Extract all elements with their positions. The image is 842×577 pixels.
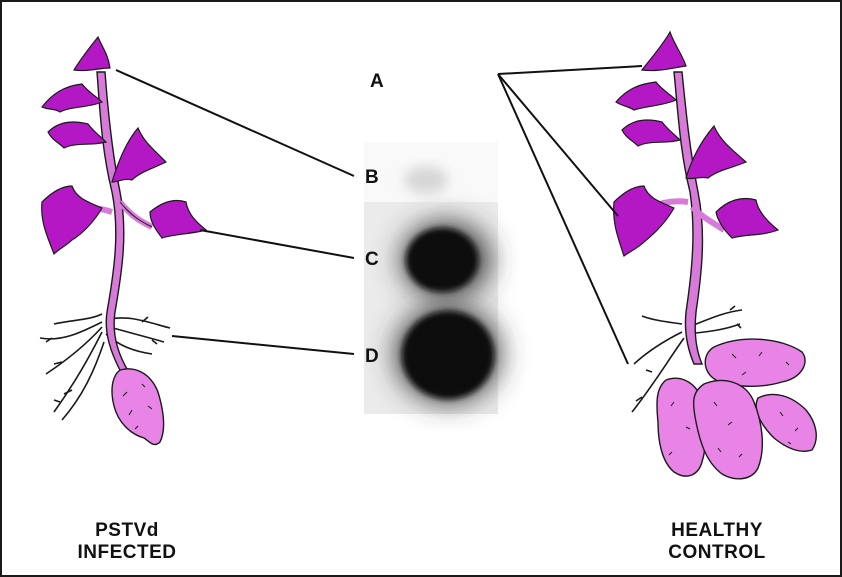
line-a-to-roots	[498, 74, 628, 364]
line-a-to-leaf	[498, 74, 618, 216]
caption-healthy: HEALTHY CONTROL	[652, 520, 782, 564]
caption-healthy-line1: HEALTHY	[652, 520, 782, 542]
healthy-tubers	[657, 339, 816, 479]
healthy-plant	[614, 32, 817, 479]
caption-infected: PSTVd INFECTED	[62, 520, 192, 564]
caption-healthy-line2: CONTROL	[652, 542, 782, 564]
label-c: C	[365, 250, 379, 269]
healthy-stem	[674, 72, 702, 364]
caption-infected-line2: INFECTED	[62, 542, 192, 564]
line-root-to-d	[172, 336, 354, 354]
band-d	[402, 311, 494, 399]
northern-blot	[364, 142, 500, 414]
label-b: B	[365, 168, 379, 187]
infected-stem	[97, 72, 130, 374]
label-d: D	[365, 347, 379, 366]
label-a: A	[370, 72, 384, 91]
band-b	[404, 166, 448, 194]
line-leaf-to-c	[200, 230, 354, 258]
infected-tuber	[112, 369, 164, 445]
caption-infected-line1: PSTVd	[62, 520, 192, 542]
line-a-to-top-leaf	[498, 66, 642, 74]
band-c	[406, 228, 478, 292]
